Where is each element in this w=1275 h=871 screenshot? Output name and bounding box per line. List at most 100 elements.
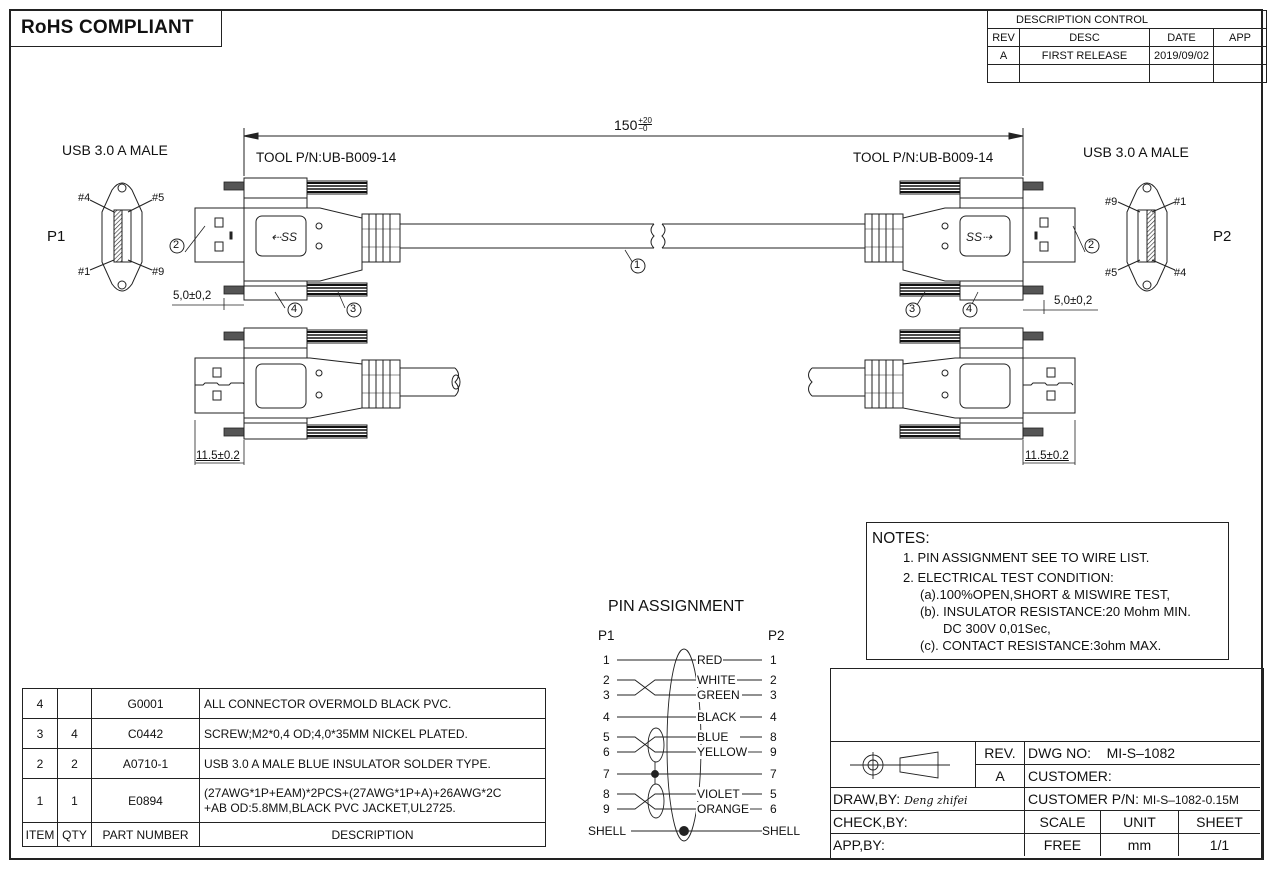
sheet-label: SHEET: [1177, 810, 1260, 834]
bom-row: 2 2 A0710-1 USB 3.0 A MALE BLUE INSULATO…: [22, 748, 546, 779]
bom-part: G0001: [91, 688, 200, 719]
description-row: A FIRST RELEASE 2019/09/02: [987, 46, 1267, 65]
note-line: 2. ELECTRICAL TEST CONDITION:: [903, 570, 1114, 585]
p1-connector-top-view: [194, 177, 401, 301]
bom-row: 3 4 C0442 SCREW;M2*0,4 OD;4,0*35MM NICKE…: [22, 718, 546, 749]
balloon-2: [1084, 238, 1100, 254]
pin-p1-number: 4: [603, 710, 610, 724]
bom-item: 1: [22, 778, 58, 823]
p1-screw-dimension: 5,0±0,2: [173, 290, 212, 302]
pin-p2-number: 9: [770, 745, 777, 759]
pin-p2-number: 8: [770, 730, 777, 744]
pin-p2-number: 4: [770, 710, 777, 724]
pin-label: #1: [78, 266, 91, 278]
bom-col-desc: DESCRIPTION: [199, 822, 546, 847]
pin-p1-number: 3: [603, 688, 610, 702]
bom-desc: ALL CONNECTOR OVERMOLD BLACK PVC.: [199, 688, 546, 719]
customer-pn-label: CUSTOMER P/N:: [1028, 791, 1139, 807]
wire-color-label: VIOLET: [696, 787, 741, 801]
p1-usb-face-view: [89, 182, 153, 292]
p2-tool-pn: TOOL P/N:UB-B009-14: [853, 150, 994, 165]
p2-connector-top-view: [864, 177, 1076, 301]
bom-item: 3: [22, 718, 58, 749]
col-header-rev: REV: [987, 28, 1020, 47]
note-line: 1. PIN ASSIGNMENT SEE TO WIRE LIST.: [903, 550, 1150, 565]
app-cell: [1213, 64, 1267, 83]
scale-value: FREE: [1024, 833, 1101, 856]
dwg-no-label: DWG NO:: [1028, 745, 1091, 761]
wire-color-label: BLUE: [696, 730, 730, 744]
length-value: 150: [614, 117, 638, 133]
drawing-border: [9, 9, 1263, 860]
balloon-label: 2: [1088, 239, 1095, 251]
pin-p2-number: 3: [770, 688, 777, 702]
pin-p1-number: 9: [603, 802, 610, 816]
wire-color-label: GREEN: [696, 688, 741, 702]
bom-qty: [57, 688, 92, 719]
pin-p2-number: SHELL: [762, 824, 801, 838]
balloon-label: 3: [909, 303, 916, 315]
bom-qty: 1: [57, 778, 92, 823]
pin-p2-number: 2: [770, 673, 777, 687]
app-by-label: APP,BY:: [830, 833, 1025, 856]
item-balloons: [169, 238, 1100, 318]
note-line: (b). INSULATOR RESISTANCE:20 Mohm MIN.: [920, 604, 1191, 619]
p1-connector-type: USB 3.0 A MALE: [62, 142, 168, 158]
pin-p2-number: 7: [770, 767, 777, 781]
title-block: REV. DWG NO: MI-S–1082 A CUSTOMER: DRAW,…: [830, 668, 1264, 860]
pin-label: #5: [1105, 267, 1118, 279]
customer-pn: CUSTOMER P/N: MI-S–1082-0.15M: [1024, 787, 1260, 811]
note-line: DC 300V 0,01Sec,: [943, 621, 1051, 636]
bom-col-qty: QTY: [57, 822, 92, 847]
balloon-label: 4: [966, 303, 973, 315]
description-row: [987, 64, 1267, 83]
p2-connector-type: USB 3.0 A MALE: [1083, 144, 1189, 160]
customer-label: CUSTOMER:: [1028, 768, 1112, 784]
dwg-no-value: MI-S–1082: [1106, 745, 1176, 761]
pin-label: #1: [1174, 196, 1187, 208]
usb-ss-logo-icon: SS⇢: [966, 230, 993, 244]
customer: CUSTOMER:: [1024, 764, 1260, 788]
draw-by-signature: Deng zhifei: [904, 794, 968, 807]
description-control-table: DESCRIPTION CONTROL REV DESC DATE APP A …: [987, 10, 1267, 83]
bom-row: 4 G0001 ALL CONNECTOR OVERMOLD BLACK PVC…: [22, 688, 546, 719]
note-line: (a).100%OPEN,SHORT & MISWIRE TEST,: [920, 587, 1170, 602]
rev-value: A: [975, 764, 1025, 788]
p2-connector-side-view: [808, 327, 1076, 440]
overall-length-dimension: [243, 128, 1024, 176]
pin-p1-number: 5: [603, 730, 610, 744]
p2-tip-dimension: 11.5±0.2: [1025, 450, 1069, 462]
tolerance-minus: −0: [638, 124, 648, 133]
bom-qty: 4: [57, 718, 92, 749]
bom-desc: SCREW;M2*0,4 OD;4,0*35MM NICKEL PLATED.: [199, 718, 546, 749]
p2-screw-dimension: 5,0±0,2: [1054, 295, 1093, 307]
bom-col-item: ITEM: [22, 822, 58, 847]
balloon-label: 2: [173, 239, 180, 251]
balloon-label: 1: [634, 259, 641, 271]
wire-color-label: BLACK: [696, 710, 738, 724]
pin-p1-number: 2: [603, 673, 610, 687]
dwg-no: DWG NO: MI-S–1082: [1024, 741, 1260, 765]
unit-value: mm: [1099, 833, 1179, 856]
balloon-3: [346, 302, 362, 318]
p1-connector-side-view: [194, 327, 461, 440]
notes-box: NOTES: 1. PIN ASSIGNMENT SEE TO WIRE LIS…: [866, 522, 1229, 660]
bom-desc: USB 3.0 A MALE BLUE INSULATOR SOLDER TYP…: [199, 748, 546, 779]
title-block-table: REV. DWG NO: MI-S–1082 A CUSTOMER: DRAW,…: [830, 741, 1260, 856]
p1-tip-dimension: 11.5±0.2: [196, 450, 240, 462]
balloon-1: [630, 258, 646, 274]
balloon-3: [905, 302, 921, 318]
p1-port-label: P1: [47, 228, 66, 245]
note-line: (c). CONTACT RESISTANCE:3ohm MAX.: [920, 638, 1162, 653]
p2-usb-face-view: [1117, 182, 1176, 292]
bill-of-materials: 4 G0001 ALL CONNECTOR OVERMOLD BLACK PVC…: [22, 688, 546, 847]
wire-color-label: WHITE: [696, 673, 737, 687]
draw-by-label: DRAW,BY:: [833, 791, 901, 807]
bom-row: 1 1 E0894 (27AWG*1P+EAM)*2PCS+(27AWG*1P+…: [22, 778, 546, 823]
pin-p1-number: 6: [603, 745, 610, 759]
bom-header-row: ITEM QTY PART NUMBER DESCRIPTION: [22, 822, 546, 847]
projection-symbol-cell: [830, 741, 976, 788]
customer-pn-value: MI-S–1082-0.15M: [1142, 793, 1239, 807]
bom-part: E0894: [91, 778, 200, 823]
